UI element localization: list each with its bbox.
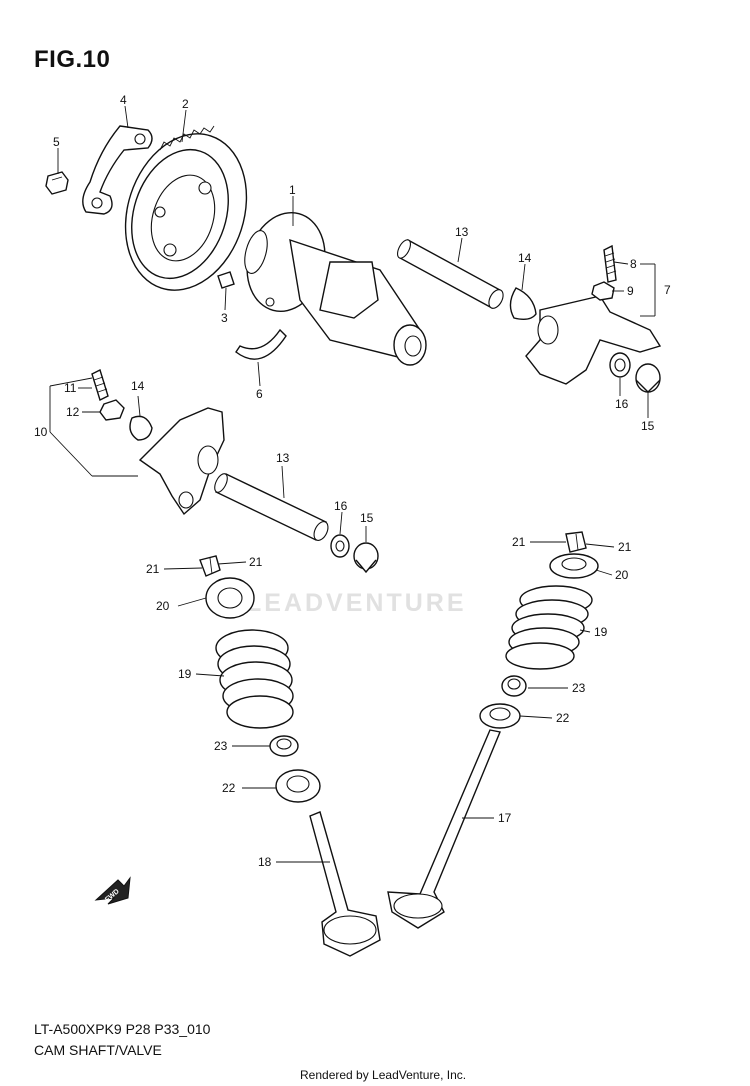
part-bolt-5[interactable] xyxy=(45,171,69,195)
diagram-caption: CAM SHAFT/VALVE xyxy=(34,1042,162,1058)
part-adjust-screw-lower[interactable] xyxy=(91,369,109,401)
leader-lines xyxy=(49,105,656,863)
callout-16-lower: 16 xyxy=(334,499,348,513)
part-cotter-right[interactable] xyxy=(565,531,587,553)
part-spring-right[interactable] xyxy=(505,585,593,670)
callout-10: 10 xyxy=(34,425,48,439)
callout-21-right-a: 21 xyxy=(512,535,526,549)
callout-17: 17 xyxy=(498,811,512,825)
callout-5: 5 xyxy=(53,135,60,149)
part-rocker-shaft-lower[interactable] xyxy=(212,472,331,543)
callout-21-left-a: 21 xyxy=(146,562,160,576)
callout-14-upper: 14 xyxy=(518,251,532,265)
part-bolt-lower[interactable] xyxy=(353,542,379,574)
part-valve-left[interactable] xyxy=(309,811,381,957)
watermark: LEADVENTURE xyxy=(246,589,467,617)
fwd-arrow-icon: FWD xyxy=(94,876,131,905)
part-dowel-pin[interactable] xyxy=(217,271,235,289)
part-seal-right[interactable] xyxy=(501,675,527,697)
part-nut[interactable] xyxy=(591,281,615,301)
callout-4: 4 xyxy=(120,93,127,107)
part-valve-right[interactable] xyxy=(387,729,501,929)
part-camshaft[interactable] xyxy=(236,204,427,366)
callout-7: 7 xyxy=(664,283,671,297)
callout-23-left: 23 xyxy=(214,739,228,753)
part-cam-sprocket[interactable] xyxy=(106,118,266,306)
part-washer-upper[interactable] xyxy=(609,352,631,378)
callout-16-upper: 16 xyxy=(615,397,629,411)
callout-13-upper: 13 xyxy=(455,225,469,239)
callout-23-right: 23 xyxy=(572,681,586,695)
part-seal-left[interactable] xyxy=(269,735,299,757)
part-seat-left[interactable] xyxy=(275,769,321,803)
part-adjust-screw[interactable] xyxy=(603,244,617,283)
callout-18: 18 xyxy=(258,855,272,869)
part-cotter-left[interactable] xyxy=(199,555,221,577)
part-o-ring-lower[interactable] xyxy=(129,415,153,441)
callout-20-right: 20 xyxy=(615,568,629,582)
callout-1: 1 xyxy=(289,183,296,197)
part-nut-lower[interactable] xyxy=(99,399,125,421)
callout-21-right-b: 21 xyxy=(618,540,632,554)
callout-12: 12 xyxy=(66,405,80,419)
callout-19-right: 19 xyxy=(594,625,608,639)
callout-19-left: 19 xyxy=(178,667,192,681)
callout-22-left: 22 xyxy=(222,781,236,795)
callout-15-upper: 15 xyxy=(641,419,655,433)
part-rocker-shaft-upper[interactable] xyxy=(395,238,506,311)
callout-14-lower: 14 xyxy=(131,379,145,393)
part-half-ring[interactable] xyxy=(235,328,287,360)
callout-8: 8 xyxy=(630,257,637,271)
figure-title: FIG.10 xyxy=(34,46,111,73)
part-bolt-upper[interactable] xyxy=(635,363,661,393)
callout-labels: 4 2 5 1 3 6 13 14 8 9 7 16 15 11 12 10 1… xyxy=(34,93,671,869)
part-retainer-right[interactable] xyxy=(549,553,599,579)
part-rocker-arm-upper[interactable] xyxy=(525,295,662,385)
part-retainer-left[interactable] xyxy=(205,577,255,619)
callout-6: 6 xyxy=(256,387,263,401)
callout-3: 3 xyxy=(221,311,228,325)
part-spring-left[interactable] xyxy=(215,629,294,729)
callout-20-left: 20 xyxy=(156,599,170,613)
callout-21-left-b: 21 xyxy=(249,555,263,569)
part-rocker-arm-lower[interactable] xyxy=(138,407,225,516)
callout-13-lower: 13 xyxy=(276,451,290,465)
part-o-ring-upper[interactable] xyxy=(509,287,537,321)
callout-11: 11 xyxy=(64,381,77,395)
render-credit: Rendered by LeadVenture, Inc. xyxy=(300,1068,467,1082)
part-lock-plate[interactable] xyxy=(82,125,153,215)
callout-15-lower: 15 xyxy=(360,511,374,525)
callout-2: 2 xyxy=(182,97,189,111)
callout-9: 9 xyxy=(627,284,634,298)
diagram-code: LT-A500XPK9 P28 P33_010 xyxy=(34,1021,211,1037)
part-washer-lower[interactable] xyxy=(330,534,350,558)
part-seat-right[interactable] xyxy=(479,703,521,729)
callout-22-right: 22 xyxy=(556,711,570,725)
